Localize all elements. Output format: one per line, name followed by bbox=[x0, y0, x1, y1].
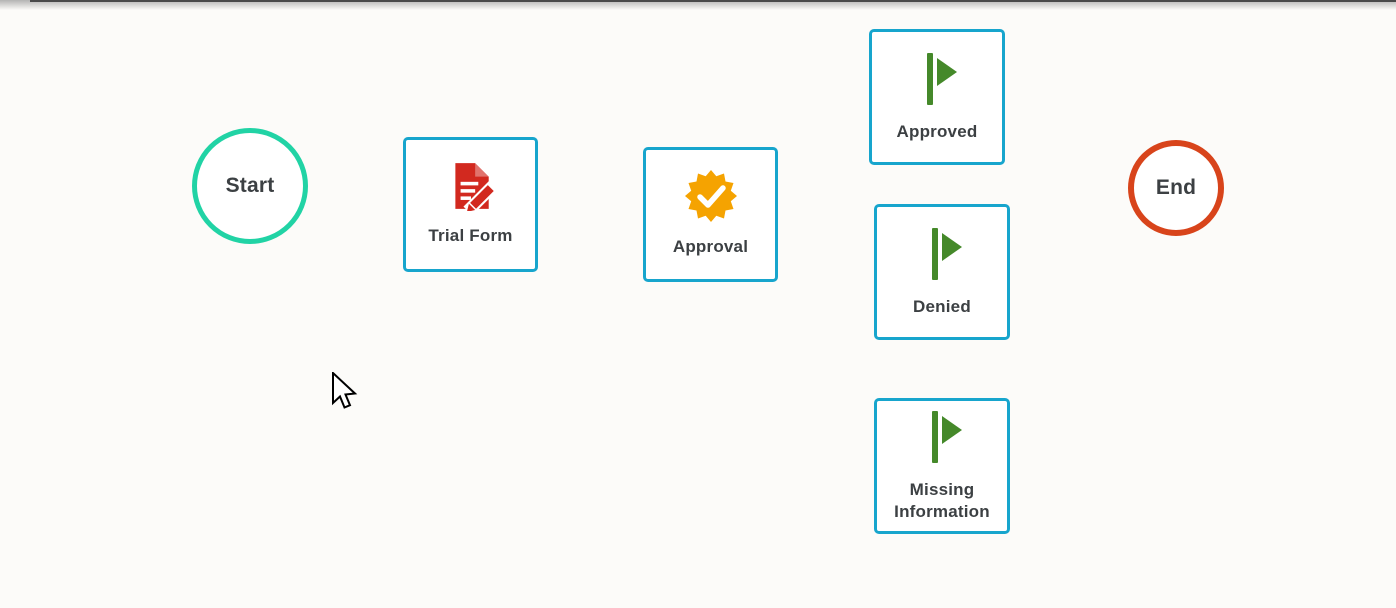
node-end[interactable]: End bbox=[1128, 140, 1224, 236]
node-trial-form-label: Trial Form bbox=[428, 226, 513, 246]
flag-icon bbox=[920, 226, 964, 282]
node-missing-information-label: Missing Information bbox=[894, 479, 990, 521]
node-end-label: End bbox=[1155, 176, 1197, 200]
node-missing-information[interactable]: Missing Information bbox=[874, 398, 1010, 534]
node-denied-label: Denied bbox=[913, 296, 971, 316]
badge-check-icon bbox=[684, 170, 737, 223]
node-approved-label: Approved bbox=[896, 121, 978, 141]
node-start[interactable]: Start bbox=[192, 128, 308, 244]
flag-icon bbox=[920, 409, 964, 465]
node-denied[interactable]: Denied bbox=[874, 204, 1010, 340]
document-edit-icon bbox=[446, 161, 498, 216]
node-start-label: Start bbox=[225, 174, 275, 198]
arrow-cursor-icon bbox=[331, 370, 358, 412]
top-edge-shadow bbox=[0, 0, 1396, 10]
node-trial-form[interactable]: Trial Form bbox=[403, 137, 538, 272]
node-approved[interactable]: Approved bbox=[869, 29, 1005, 165]
node-approval[interactable]: Approval bbox=[643, 147, 778, 282]
flag-icon bbox=[915, 51, 959, 107]
node-approval-label: Approval bbox=[672, 237, 749, 257]
top-edge-line bbox=[30, 0, 1396, 2]
